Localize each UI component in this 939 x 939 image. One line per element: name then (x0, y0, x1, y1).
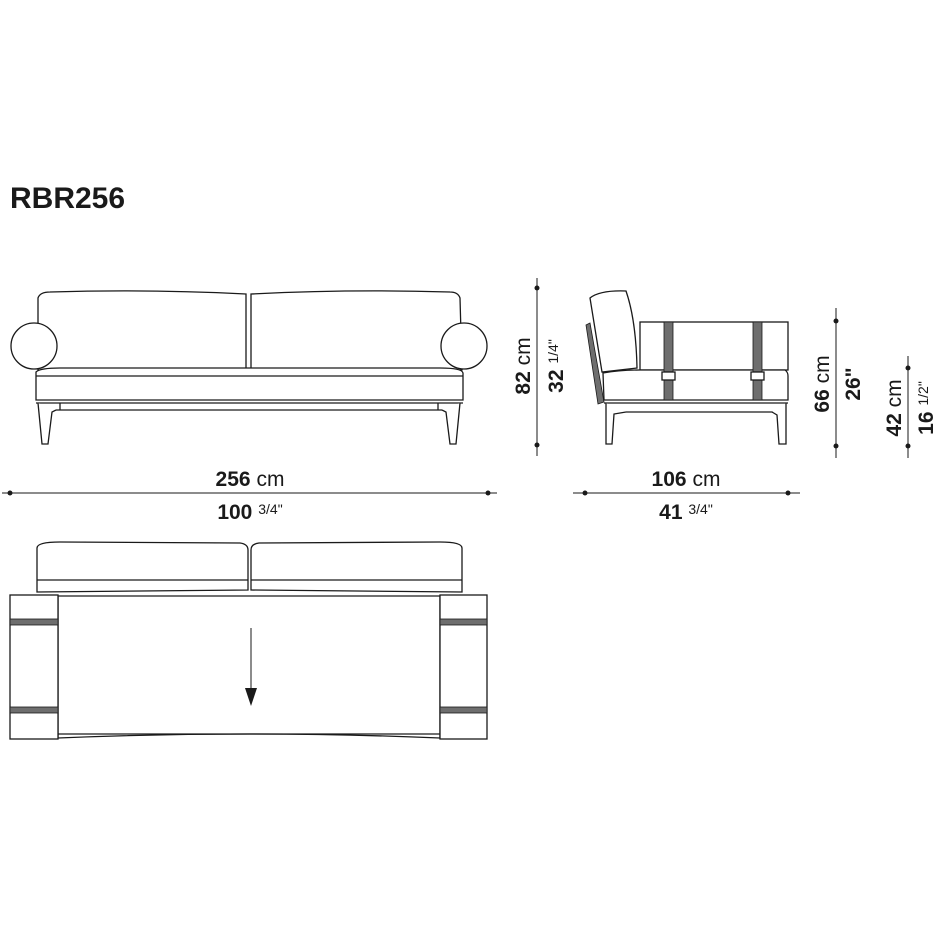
seat-height-inch-value: 16 (915, 411, 938, 434)
svg-text:66 cm: 66 cm (811, 355, 834, 412)
svg-text:256 cm: 256 cm (216, 468, 285, 491)
width-inch-value: 100 (217, 501, 252, 524)
arm-height-cm-unit: cm (811, 355, 834, 383)
width-inch-fraction: 3/4 (258, 501, 278, 517)
depth-inch-value: 41 (659, 501, 683, 524)
svg-text:42 cm: 42 cm (883, 379, 906, 436)
svg-text:26": 26" (842, 367, 865, 400)
arm-height-cm-value: 66 (811, 389, 834, 412)
height-dimension: 82 cm 32 1/4" (512, 278, 568, 456)
top-back-cushion-right (250, 541, 463, 593)
height-cm-value: 82 (512, 371, 535, 394)
side-arm (639, 321, 789, 371)
svg-text:106 cm: 106 cm (652, 468, 721, 491)
seat-height-dimension: 42 cm 16 1/2" (883, 356, 938, 458)
side-leg-back (771, 403, 787, 445)
svg-text:82 cm: 82 cm (512, 337, 535, 394)
side-view (585, 290, 789, 445)
width-cm-unit: cm (256, 468, 284, 491)
top-seat (57, 595, 441, 739)
depth-cm-unit: cm (692, 468, 720, 491)
svg-text:41 3/4": 41 3/4" (659, 501, 713, 524)
depth-dimension: 106 cm 41 3/4" (573, 468, 800, 524)
seat-height-cm-unit: cm (883, 379, 906, 407)
width-dimension: 256 cm 100 3/4" (2, 468, 497, 524)
svg-text:16 1/2": 16 1/2" (915, 381, 938, 435)
top-arm-left (9, 594, 59, 740)
seat-height-inch-unit: " (915, 381, 931, 386)
back-cushion-right (250, 290, 463, 371)
svg-text:100 3/4": 100 3/4" (217, 501, 282, 524)
front-view (10, 290, 488, 445)
side-seat (602, 369, 789, 401)
top-view (9, 541, 488, 740)
bolster-left (10, 322, 58, 370)
seat-height-inch-fraction: 1/2 (915, 386, 931, 406)
height-cm-unit: cm (512, 337, 535, 365)
height-inch-unit: " (545, 339, 561, 344)
side-leg-front (605, 403, 627, 445)
arm-height-inch-value: 26 (842, 377, 865, 400)
front-leg-left (37, 402, 57, 445)
depth-inch-unit: " (708, 501, 713, 517)
side-back-cushion (589, 290, 638, 373)
height-inch-fraction: 1/4 (545, 344, 561, 364)
model-title: RBR256 (10, 182, 125, 215)
direction-arrow-icon (245, 628, 257, 706)
arm-height-inch-unit: " (842, 367, 865, 377)
svg-text:32 1/4": 32 1/4" (545, 339, 568, 393)
height-inch-value: 32 (545, 369, 568, 392)
top-arm-right (439, 594, 488, 740)
depth-cm-value: 106 (652, 468, 687, 491)
width-cm-value: 256 (216, 468, 251, 491)
top-back-cushion-left (36, 541, 249, 593)
side-back-strap (585, 322, 605, 405)
seat-height-cm-value: 42 (883, 413, 906, 436)
front-leg-right (441, 402, 461, 445)
back-cushion-left (37, 290, 247, 371)
width-inch-unit: " (278, 501, 283, 517)
arm-height-dimension: 66 cm 26" (811, 308, 865, 458)
bolster-right (440, 322, 488, 370)
depth-inch-fraction: 3/4 (688, 501, 708, 517)
seat-cushion (35, 367, 464, 401)
